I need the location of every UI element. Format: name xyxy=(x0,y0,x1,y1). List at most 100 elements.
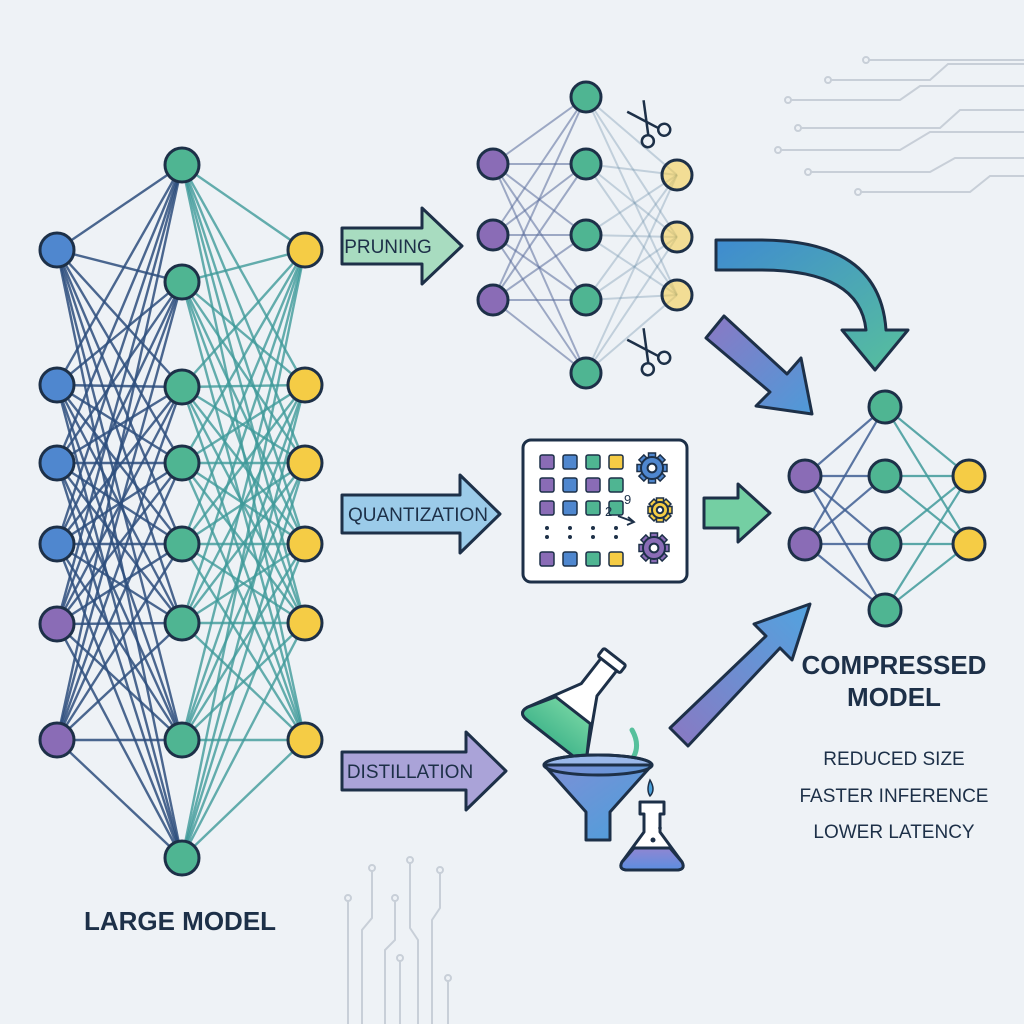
connection xyxy=(884,475,970,545)
neuron-node xyxy=(38,525,76,563)
circuit-decoration-top-right xyxy=(774,56,1024,196)
connection xyxy=(180,249,307,464)
neuron-node xyxy=(38,444,76,482)
connection xyxy=(585,236,678,301)
quantized-weight-cell xyxy=(585,500,601,516)
quantized-weight-cell xyxy=(562,551,578,567)
pruned-neurons xyxy=(476,80,694,390)
connection xyxy=(56,542,183,626)
connection xyxy=(180,249,307,624)
connection xyxy=(181,384,306,545)
connection xyxy=(181,739,306,859)
connection xyxy=(180,462,307,741)
connection xyxy=(180,543,307,741)
connection xyxy=(55,462,184,741)
neuron-node xyxy=(867,389,903,425)
neuron-node xyxy=(286,444,324,482)
flow-arrow-distillation-to-compressed xyxy=(668,602,812,748)
connection xyxy=(804,406,886,545)
connection xyxy=(884,475,970,611)
neuron-node xyxy=(787,526,823,562)
connection xyxy=(585,236,678,374)
pruned-network xyxy=(476,80,694,390)
neuron-node xyxy=(660,220,694,254)
connection xyxy=(55,164,184,625)
neuron-node xyxy=(163,839,201,877)
connection xyxy=(492,96,587,236)
connection xyxy=(181,462,306,624)
neuron-node xyxy=(163,146,201,184)
gear-icon xyxy=(638,532,670,564)
distillation-label: DISTILLATION xyxy=(347,762,473,783)
neuron-node xyxy=(163,444,201,482)
connection xyxy=(585,163,678,238)
beaker-icon xyxy=(619,800,685,872)
neuron-node xyxy=(569,218,603,252)
quantized-weight-cell xyxy=(562,500,578,516)
neuron-node xyxy=(38,605,76,643)
connection xyxy=(55,249,184,741)
connection xyxy=(55,462,184,859)
connection xyxy=(56,383,183,389)
connection xyxy=(181,249,306,388)
quant-digit-top: 9 xyxy=(624,492,631,507)
connection xyxy=(585,234,678,296)
connection xyxy=(180,249,307,741)
quantized-weight-cell xyxy=(562,477,578,493)
pour-stream xyxy=(629,727,640,759)
connection xyxy=(56,385,183,465)
neuron-node xyxy=(286,721,324,759)
benefit-lower-latency: LOWER LATENCY xyxy=(813,822,975,843)
connection xyxy=(585,174,678,374)
connection xyxy=(884,406,970,477)
scissors-icon xyxy=(626,328,672,377)
quantized-weight-grid xyxy=(539,454,624,567)
connection xyxy=(181,622,306,741)
large-model-neurons xyxy=(38,146,324,877)
connection xyxy=(56,248,183,284)
connection xyxy=(55,543,184,741)
distillation-arrow: DISTILLATION xyxy=(340,730,508,812)
neuron-node xyxy=(951,458,987,494)
pruning-arrow: PRUNING xyxy=(340,206,464,286)
benefit-faster-inference: FASTER INFERENCE xyxy=(799,786,989,807)
connection xyxy=(181,281,306,464)
neuron-node xyxy=(951,526,987,562)
neuron-node xyxy=(286,525,324,563)
connection xyxy=(56,249,183,388)
connection xyxy=(181,281,306,386)
connection xyxy=(180,622,307,859)
quantized-weight-cell xyxy=(608,454,624,470)
connection xyxy=(585,96,678,238)
quantized-weight-cell xyxy=(539,477,555,493)
quant-digit-bottom: 2 xyxy=(605,504,612,519)
quantized-weight-cell xyxy=(585,454,601,470)
connection xyxy=(181,383,306,389)
neuron-node xyxy=(660,278,694,312)
quantized-weight-cell xyxy=(608,500,624,516)
ellipsis-dot xyxy=(568,526,572,530)
connection xyxy=(180,281,307,545)
scissors-icon xyxy=(626,100,672,149)
quantized-weight-cell xyxy=(608,477,624,493)
connection xyxy=(492,96,587,165)
connection xyxy=(55,281,184,545)
large-model-caption: LARGE MODEL xyxy=(83,906,277,936)
connection xyxy=(56,462,183,625)
large-model-network xyxy=(38,146,324,877)
neuron-node xyxy=(867,526,903,562)
gear-icon xyxy=(647,497,673,523)
connection xyxy=(492,163,587,301)
ellipsis-dot xyxy=(545,535,549,539)
neuron-node xyxy=(163,263,201,301)
connection xyxy=(585,163,678,296)
connection xyxy=(180,543,307,859)
flow-arrow-quantization-to-compressed xyxy=(702,482,772,544)
gear-icon xyxy=(636,452,668,484)
neuron-node xyxy=(569,356,603,390)
neuron-node xyxy=(163,368,201,406)
quantization-label: QUANTIZATION xyxy=(348,505,488,526)
connection xyxy=(55,164,184,464)
connection xyxy=(492,299,587,374)
connection xyxy=(180,249,307,859)
